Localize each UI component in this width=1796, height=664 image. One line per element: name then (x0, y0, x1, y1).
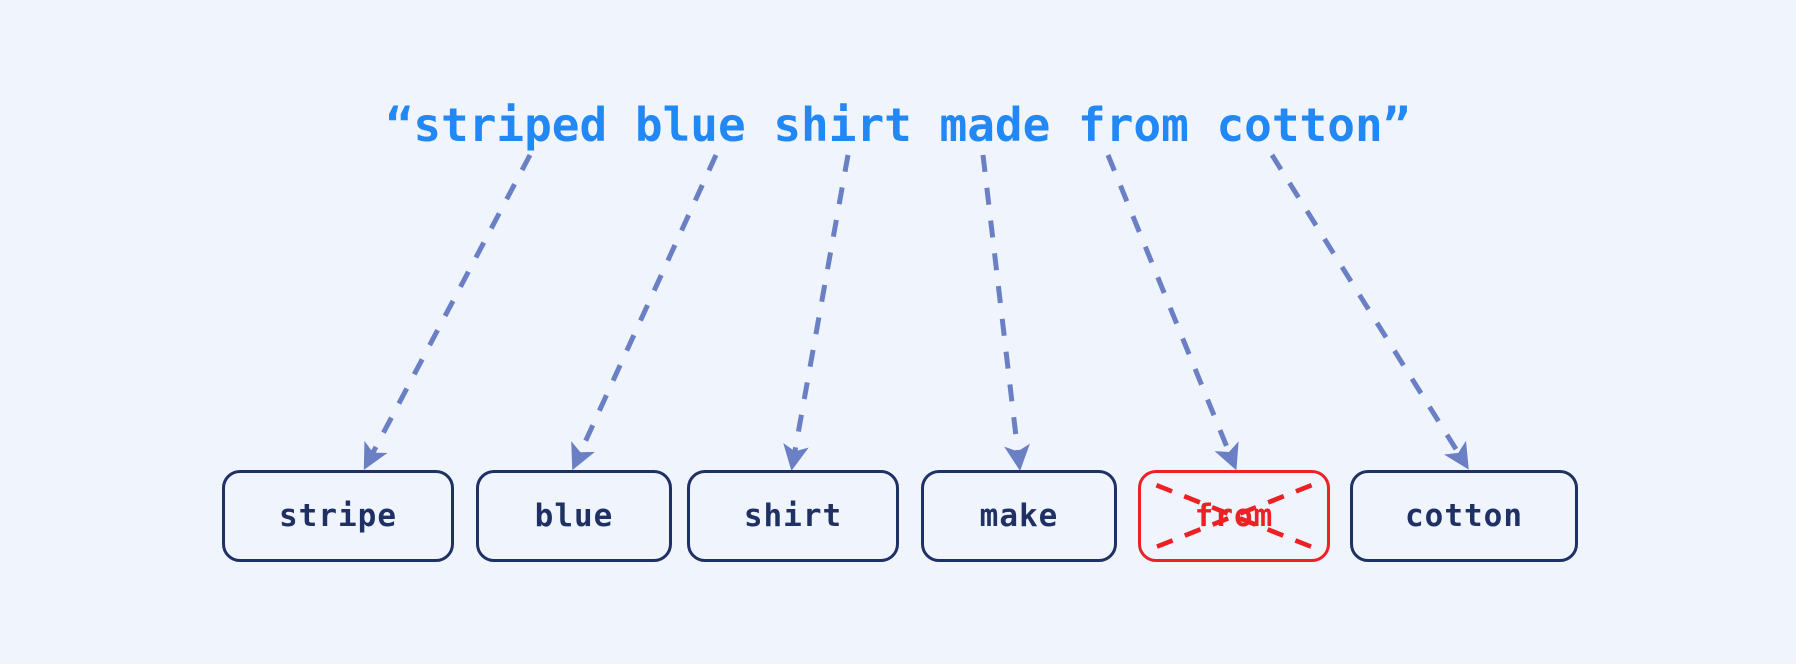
token-box-shirt[interactable]: shirt (687, 470, 899, 562)
token-label: blue (534, 498, 614, 534)
alignment-arrow-shirt (783, 154, 851, 471)
token-box-cotton[interactable]: cotton (1350, 470, 1578, 562)
token-box-row: stripe blue shirt make from cotton (0, 470, 1796, 566)
token-box-blue[interactable]: blue (476, 470, 672, 562)
token-label: make (979, 498, 1059, 534)
token-box-from[interactable]: from (1138, 470, 1330, 562)
alignment-arrow-stripe (363, 153, 533, 470)
token-label: from (1194, 498, 1274, 534)
token-box-make[interactable]: make (921, 470, 1117, 562)
alignment-arrows (363, 153, 1469, 471)
caption-text: “striped blue shirt made from cotton” (385, 98, 1411, 152)
token-box-stripe[interactable]: stripe (222, 470, 454, 562)
alignment-arrow-make (980, 154, 1030, 471)
alignment-arrow-cotton (1269, 153, 1469, 470)
token-label: stripe (279, 498, 397, 534)
alignment-arrow-blue (571, 153, 719, 471)
token-label: cotton (1405, 498, 1523, 534)
alignment-arrow-from (1105, 154, 1239, 471)
token-label: shirt (743, 498, 843, 534)
